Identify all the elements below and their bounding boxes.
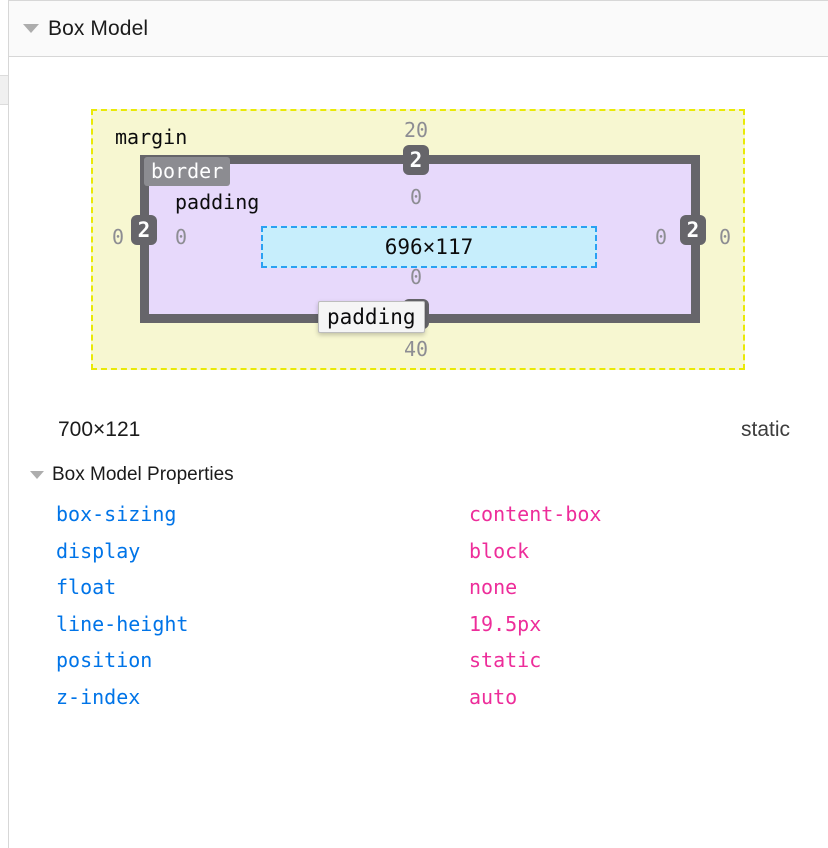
margin-right-value[interactable]: 0 — [718, 225, 732, 249]
triangle-down-icon[interactable] — [23, 24, 39, 33]
padding-left-value[interactable]: 0 — [174, 225, 188, 249]
page-title: Box Model — [48, 16, 149, 40]
margin-region-label: margin — [115, 125, 188, 149]
property-row: box-sizing content-box — [9, 502, 828, 539]
property-name[interactable]: box-sizing — [56, 502, 177, 526]
border-region-label: border — [144, 157, 231, 186]
box-model-properties-header[interactable]: Box Model Properties — [9, 460, 828, 490]
property-row: display block — [9, 539, 828, 576]
property-row: z-index auto — [9, 685, 828, 722]
margin-bottom-value[interactable]: 40 — [403, 337, 429, 361]
left-gutter — [0, 0, 9, 848]
property-name[interactable]: line-height — [56, 611, 189, 636]
border-top-value[interactable]: 2 — [403, 145, 429, 175]
margin-top-value[interactable]: 20 — [403, 118, 429, 142]
padding-right-value[interactable]: 0 — [654, 225, 668, 249]
margin-left-value[interactable]: 0 — [111, 225, 125, 249]
box-model-diagram: margin border padding 696×117 20 2 0 0 2… — [0, 57, 828, 397]
content-box-region[interactable]: 696×117 — [261, 226, 597, 268]
properties-list: box-sizing content-box display block float no… — [9, 502, 828, 721]
padding-bottom-value[interactable]: 0 — [409, 265, 423, 289]
left-gutter-marker — [0, 75, 8, 105]
property-name[interactable]: position — [56, 648, 153, 672]
border-right-value[interactable]: 2 — [680, 215, 706, 245]
element-size-value: 700×121 — [58, 418, 141, 441]
box-model-properties-section: Box Model Properties box-sizing content-b… — [9, 460, 828, 721]
padding-box-region[interactable]: padding 696×117 — [149, 164, 691, 314]
property-value[interactable]: auto — [469, 684, 518, 709]
property-row: position static — [9, 648, 828, 685]
border-box-region[interactable]: border padding 696×117 — [140, 155, 700, 323]
content-box-size: 696×117 — [384, 235, 474, 259]
property-name[interactable]: display — [56, 538, 141, 563]
property-value[interactable]: none — [469, 575, 518, 599]
property-name[interactable]: z-index — [56, 684, 141, 709]
region-tooltip: padding — [318, 301, 425, 333]
box-model-properties-title: Box Model Properties — [52, 464, 234, 485]
property-value[interactable]: block — [469, 538, 530, 563]
property-value[interactable]: content-box — [469, 502, 602, 526]
margin-box-region[interactable]: margin border padding 696×117 — [91, 109, 745, 370]
border-left-value[interactable]: 2 — [131, 215, 157, 245]
property-row: line-height 19.5px — [9, 612, 828, 649]
box-model-panel-header[interactable]: Box Model — [9, 0, 828, 57]
property-value[interactable]: 19.5px — [469, 611, 542, 636]
property-name[interactable]: float — [56, 575, 117, 599]
padding-region-label: padding — [175, 190, 260, 214]
property-row: float none — [9, 575, 828, 612]
padding-top-value[interactable]: 0 — [409, 185, 423, 209]
element-position-value: static — [740, 418, 790, 441]
property-value[interactable]: static — [469, 648, 542, 672]
triangle-down-icon[interactable] — [30, 471, 44, 479]
element-summary-row: 700×121 static — [9, 418, 828, 456]
